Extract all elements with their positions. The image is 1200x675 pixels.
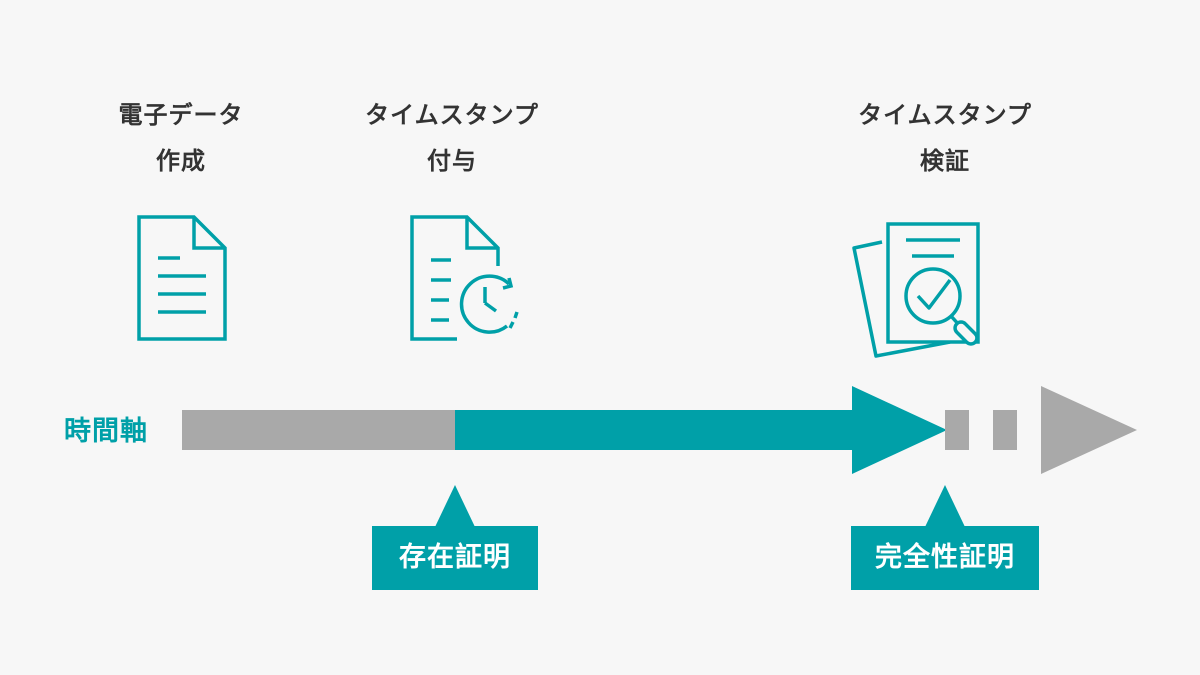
step-create-label: 電子データ 作成 — [51, 92, 311, 184]
time-axis-label: 時間軸 — [64, 416, 148, 447]
step-create-line2: 作成 — [156, 147, 206, 175]
timeline-dash-2 — [993, 410, 1017, 450]
future-arrow-head — [1041, 386, 1137, 474]
step-stamp-label: タイムスタンプ 付与 — [322, 92, 582, 184]
step-stamp-line1: タイムスタンプ — [365, 101, 539, 129]
timeline-dash-1 — [945, 410, 969, 450]
step-verify-line2: 検証 — [920, 147, 970, 175]
document-icon — [137, 215, 227, 341]
step-create-line1: 電子データ — [118, 101, 244, 129]
timeline-before-segment — [182, 410, 455, 450]
timeline-arrow-head — [852, 386, 947, 474]
integrity-proof-callout: 完全性証明 — [851, 485, 1039, 590]
document-check-magnifier-icon — [852, 222, 980, 358]
timeline-proven-segment — [455, 410, 857, 450]
step-verify-label: タイムスタンプ 検証 — [815, 92, 1075, 184]
document-clock-icon — [410, 215, 519, 341]
step-stamp-line2: 付与 — [427, 147, 477, 175]
existence-proof-callout: 存在証明 — [372, 485, 538, 590]
step-verify-line1: タイムスタンプ — [858, 101, 1032, 129]
